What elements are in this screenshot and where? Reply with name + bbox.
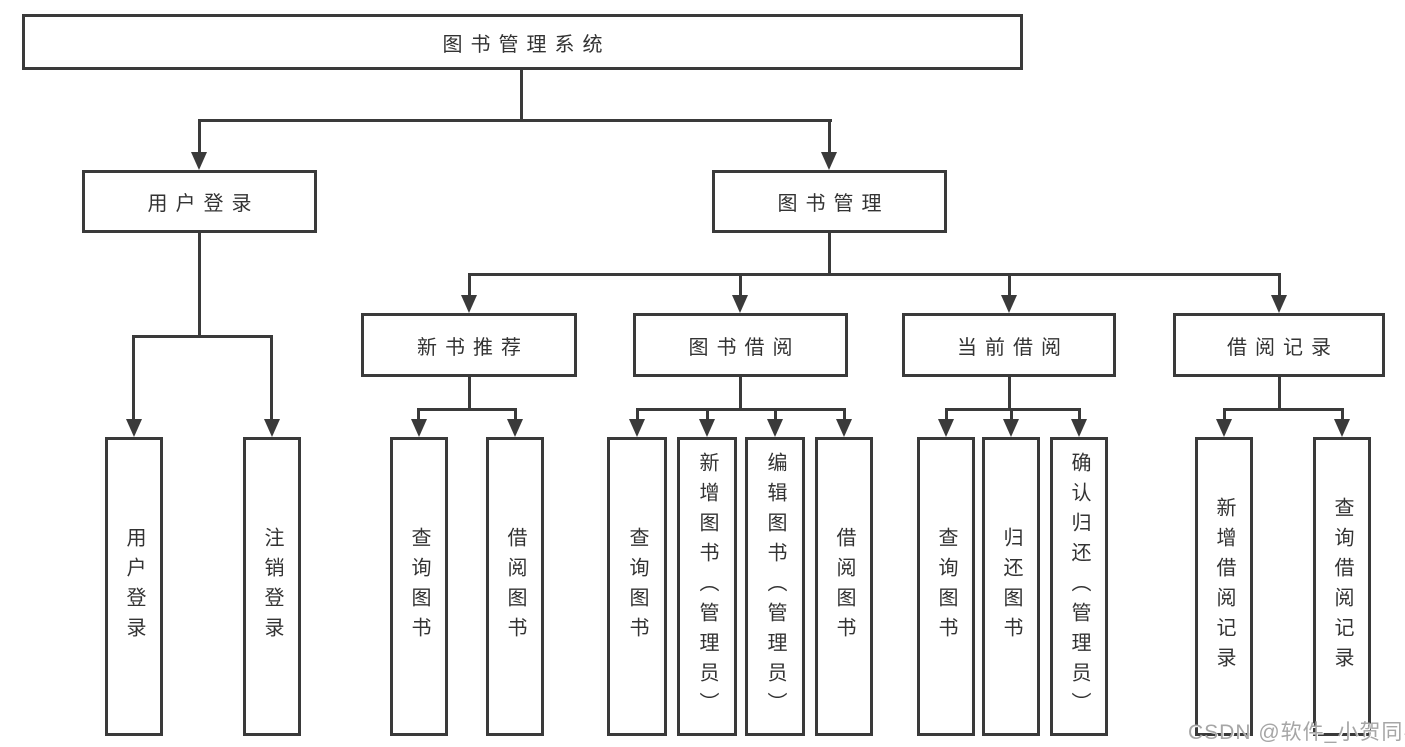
- connector-branch: [417, 408, 517, 411]
- connector-stem: [468, 377, 471, 410]
- connector-drop: [1341, 408, 1344, 423]
- node-label: 当前借阅: [957, 336, 1069, 359]
- leaf-label: 查询图书: [626, 526, 648, 647]
- csdn-watermark: CSDN @软件_小贺同学: [1188, 721, 1405, 744]
- arrow-down-icon: [1271, 295, 1287, 313]
- leaf-label: 查询图书: [935, 526, 957, 647]
- node-current-borrowing: 当前借阅: [902, 313, 1116, 377]
- arrow-down-icon: [699, 419, 715, 437]
- leaf-confirm-return-admin: 确认归还（管理员）: [1050, 437, 1108, 736]
- arrow-down-icon: [1001, 295, 1017, 313]
- arrow-down-icon: [938, 419, 954, 437]
- leaf-label: 确认归还（管理员）: [1068, 451, 1090, 722]
- arrow-down-icon: [732, 295, 748, 313]
- connector-drop: [1223, 408, 1226, 423]
- node-borrowing-records: 借阅记录: [1173, 313, 1385, 377]
- connector-book-management-drop: [828, 119, 831, 157]
- leaf-edit-book-admin: 编辑图书（管理员）: [745, 437, 805, 736]
- leaf-logout: 注销登录: [243, 437, 301, 736]
- arrow-down-icon: [1216, 419, 1232, 437]
- node-user-login: 用户登录: [82, 170, 317, 233]
- arrow-down-icon: [821, 152, 837, 170]
- arrow-down-icon: [1334, 419, 1350, 437]
- connector-drop: [417, 408, 420, 423]
- leaf-query-books-borrowing: 查询图书: [607, 437, 667, 736]
- connector-branch: [636, 408, 845, 411]
- arrow-down-icon: [629, 419, 645, 437]
- leaf-query-books-current: 查询图书: [917, 437, 975, 736]
- connector-drop: [1010, 408, 1013, 423]
- connector-user-login-stem: [198, 233, 201, 337]
- leaf-label: 查询图书: [408, 526, 430, 647]
- arrow-down-icon: [126, 419, 142, 437]
- connector-drop: [739, 273, 742, 301]
- connector-drop: [514, 408, 517, 423]
- connector-stem: [1278, 377, 1281, 410]
- node-label: 用户登录: [147, 193, 260, 215]
- leaf-add-borrow-record: 新增借阅记录: [1195, 437, 1253, 736]
- connector-user-login-drop: [198, 119, 201, 157]
- connector-level2-branch: [468, 273, 1281, 276]
- arrow-down-icon: [411, 419, 427, 437]
- arrow-down-icon: [191, 152, 207, 170]
- node-label: 借阅记录: [1227, 336, 1339, 359]
- connector-drop: [945, 408, 948, 423]
- connector-drop: [774, 408, 777, 423]
- leaf-label: 借阅图书: [833, 526, 855, 647]
- leaf-label: 借阅图书: [504, 526, 526, 647]
- node-label: 新书推荐: [417, 336, 529, 359]
- connector-drop: [468, 273, 471, 301]
- connector-drop: [1078, 408, 1081, 423]
- leaf-label: 注销登录: [261, 526, 283, 647]
- arrow-down-icon: [264, 419, 280, 437]
- arrow-down-icon: [767, 419, 783, 437]
- node-book-borrowing: 图书借阅: [633, 313, 848, 377]
- arrow-down-icon: [507, 419, 523, 437]
- node-book-management: 图书管理: [712, 170, 947, 233]
- leaf-borrow-books-borrowing: 借阅图书: [815, 437, 873, 736]
- connector-drop: [1008, 273, 1011, 301]
- connector-drop: [270, 335, 273, 423]
- leaf-label: 归还图书: [1000, 526, 1022, 647]
- connector-user-login-branch: [132, 335, 273, 338]
- connector-stem: [739, 377, 742, 410]
- arrow-down-icon: [836, 419, 852, 437]
- connector-book-management-stem: [828, 233, 831, 275]
- leaf-query-books-recommend: 查询图书: [390, 437, 448, 736]
- arrow-down-icon: [461, 295, 477, 313]
- leaf-label: 编辑图书（管理员）: [764, 451, 786, 722]
- node-library-management-system: 图书管理系统: [22, 14, 1023, 70]
- connector-branch: [1223, 408, 1343, 411]
- leaf-label: 查询借阅记录: [1331, 496, 1353, 677]
- node-label: 图书管理: [777, 193, 890, 215]
- node-label: 图书管理系统: [442, 33, 611, 56]
- leaf-label: 新增图书（管理员）: [696, 451, 718, 722]
- connector-drop: [706, 408, 709, 423]
- leaf-label: 新增借阅记录: [1213, 496, 1235, 677]
- arrow-down-icon: [1071, 419, 1087, 437]
- leaf-borrow-books-recommend: 借阅图书: [486, 437, 544, 736]
- leaf-label: 用户登录: [123, 526, 145, 647]
- connector-drop: [1278, 273, 1281, 301]
- connector-root-stem: [520, 70, 523, 120]
- arrow-down-icon: [1003, 419, 1019, 437]
- connector-drop: [636, 408, 639, 423]
- connector-drop: [132, 335, 135, 423]
- leaf-user-login: 用户登录: [105, 437, 163, 736]
- node-label: 图书借阅: [688, 336, 801, 359]
- node-new-book-recommendation: 新书推荐: [361, 313, 577, 377]
- leaf-return-book: 归还图书: [982, 437, 1040, 736]
- leaf-add-book-admin: 新增图书（管理员）: [677, 437, 737, 736]
- connector-drop: [843, 408, 846, 423]
- connector-level1-branch: [198, 119, 832, 122]
- connector-stem: [1008, 377, 1011, 410]
- leaf-query-borrow-record: 查询借阅记录: [1313, 437, 1371, 736]
